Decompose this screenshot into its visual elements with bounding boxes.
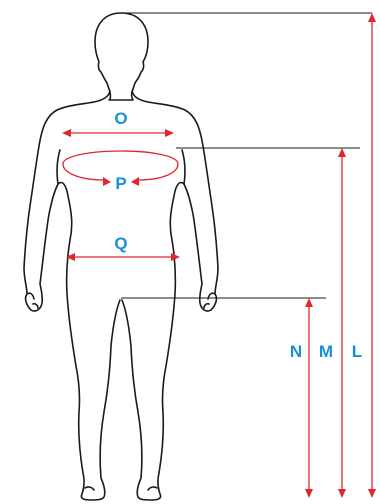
body-left-side: [24, 91, 120, 500]
label-q: Q: [114, 234, 127, 253]
head-outline: [95, 13, 148, 100]
measure-q-hip: Q: [66, 234, 180, 261]
left-inner-arm: [57, 150, 60, 184]
right-inner-arm: [182, 150, 185, 184]
q-arrow-right: [171, 253, 180, 261]
measure-p-circumference: P: [63, 151, 178, 193]
right-ankle-detail: [148, 487, 157, 490]
m-arrow-top: [338, 148, 346, 157]
n-arrow-top: [305, 298, 313, 307]
measure-o-chest: O: [62, 109, 174, 137]
n-arrow-bottom: [305, 489, 313, 498]
label-n: N: [290, 342, 302, 361]
label-l: L: [352, 342, 362, 361]
p-arrow-right: [131, 177, 139, 186]
m-arrow-bottom: [338, 489, 346, 498]
p-arrow-left: [103, 177, 111, 186]
label-o: O: [114, 109, 127, 128]
o-arrow-right: [165, 129, 174, 137]
body-right-side: [122, 91, 218, 500]
o-arrow-left: [62, 129, 71, 137]
l-arrow-bottom: [368, 489, 376, 498]
l-arrow-top: [368, 13, 376, 22]
measure-m-shoulder-to-floor: M: [319, 148, 346, 498]
label-m: M: [319, 342, 333, 361]
measure-n-inseam: N: [290, 298, 313, 498]
measure-l-total-height: L: [352, 13, 376, 498]
label-p: P: [115, 174, 126, 193]
left-ankle-detail: [85, 487, 94, 490]
